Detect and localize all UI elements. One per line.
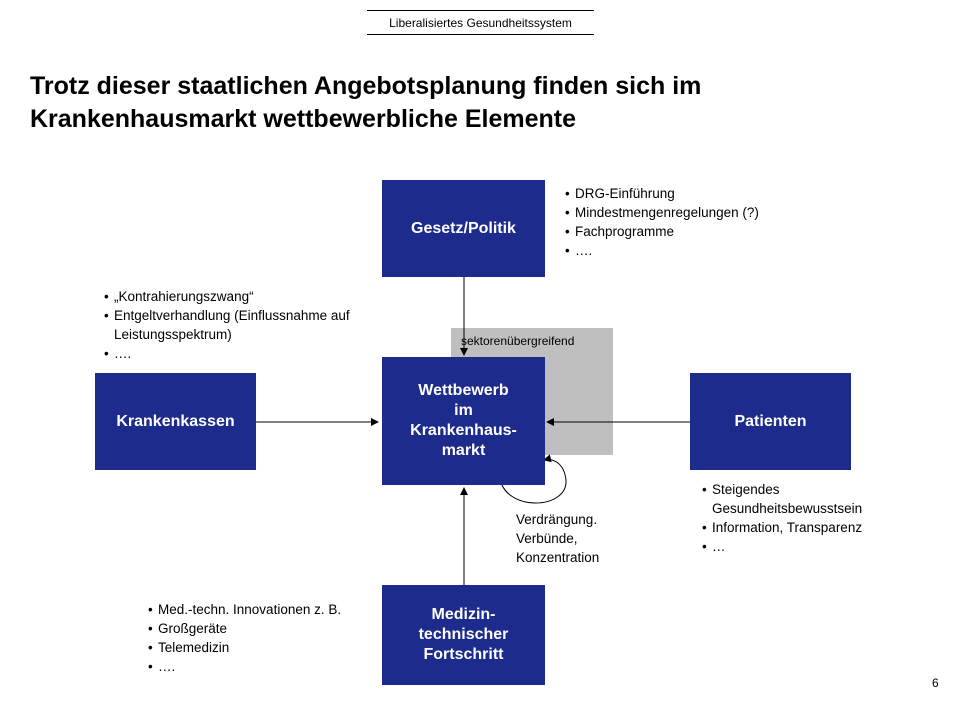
bullets-kassen: „Kontrahierungszwang“ Entgeltverhandlung… xyxy=(104,287,404,363)
list-item: Med.-techn. Innovationen z. B. xyxy=(148,600,383,619)
center-line-2: im xyxy=(454,402,473,419)
box-gesetz-politik: Gesetz/Politik xyxy=(382,180,545,277)
center-line-1: Wettbewerb xyxy=(418,382,509,399)
list-item: Fachprogramme xyxy=(565,222,805,241)
page-title: Trotz dieser staatlichen Angebotsplanung… xyxy=(30,70,910,136)
list-item: Großgeräte xyxy=(148,619,383,638)
center-line-3: Krankenhaus- xyxy=(410,422,517,439)
loop-arrow xyxy=(499,454,567,504)
list-item: …. xyxy=(148,657,383,676)
list-item: Telemedizin xyxy=(148,638,383,657)
list-item: …. xyxy=(565,241,805,260)
list-item: Steigendes Gesundheitsbewusstsein xyxy=(702,480,902,518)
list-item: … xyxy=(702,537,902,556)
bullets-medizin: Med.-techn. Innovationen z. B. Großgerät… xyxy=(148,600,383,676)
center-line-4: markt xyxy=(441,442,486,459)
medizin-line-3: Fortschritt xyxy=(423,646,504,663)
list-item: Entgeltverhandlung (Einflussnahme auf Le… xyxy=(104,306,404,344)
bullets-gesetz: DRG-Einführung Mindestmengenregelungen (… xyxy=(565,184,805,260)
header-label: Liberalisiertes Gesundheitssystem xyxy=(367,10,594,35)
title-line-1: Trotz dieser staatlichen Angebotsplanung… xyxy=(30,72,702,100)
box-medizin-technischer-fortschritt: Medizin- technischer Fortschritt xyxy=(382,585,545,685)
list-item: „Kontrahierungszwang“ xyxy=(104,287,404,306)
list-item: …. xyxy=(104,344,404,363)
box-krankenkassen: Krankenkassen xyxy=(95,373,256,470)
box-patienten: Patienten xyxy=(690,373,851,470)
box-wettbewerb-center: Wettbewerb im Krankenhaus- markt xyxy=(382,357,545,485)
list-item: Mindestmengenregelungen (?) xyxy=(565,203,805,222)
loop-annotation: Verdrängung. Verbünde, Konzentration xyxy=(516,512,600,565)
bullets-patienten: Steigendes Gesundheitsbewusstsein Inform… xyxy=(702,480,902,556)
list-item: Information, Transparenz xyxy=(702,518,902,537)
title-line-2: Krankenhausmarkt wettbewerbliche Element… xyxy=(30,105,577,133)
page-number: 6 xyxy=(932,676,939,690)
medizin-line-2: technischer xyxy=(418,626,509,643)
medizin-line-1: Medizin- xyxy=(431,606,496,623)
cross-sector-label: sektorenübergreifend xyxy=(461,334,575,348)
list-item: DRG-Einführung xyxy=(565,184,805,203)
